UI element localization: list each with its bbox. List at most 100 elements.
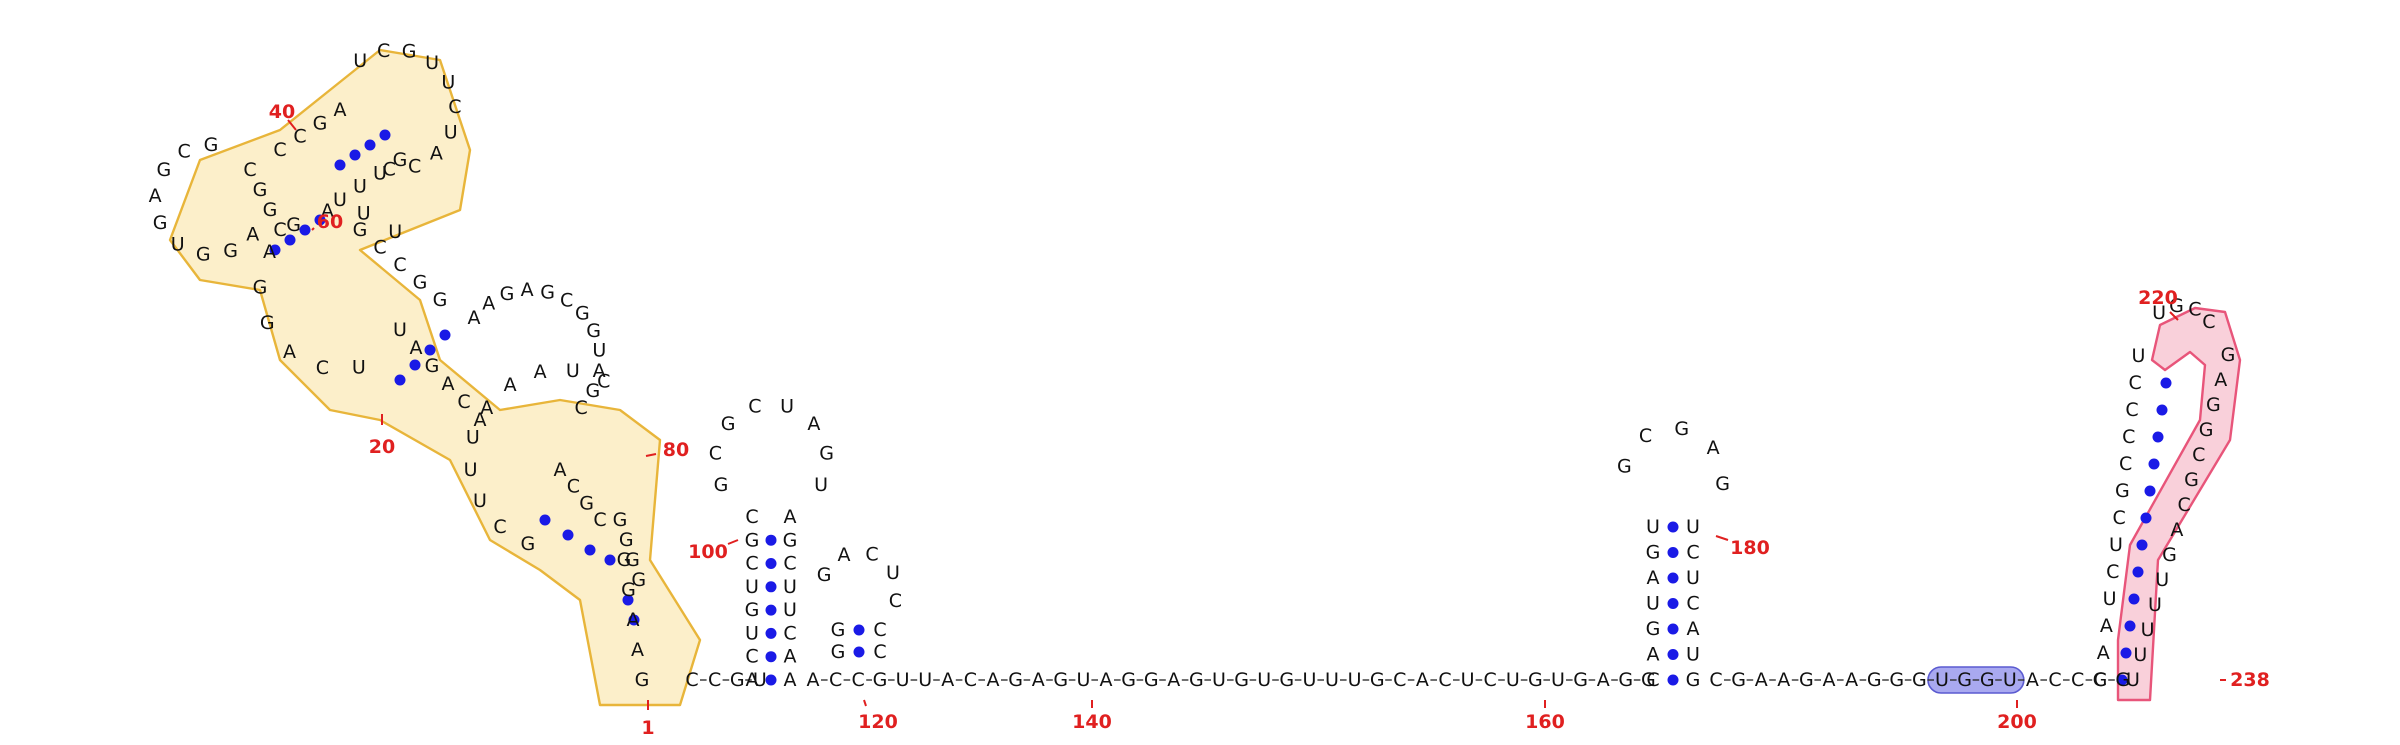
nucleotide-A: A [807, 413, 820, 435]
base-pair-dot [765, 627, 777, 639]
base-pair-dot [2160, 377, 2172, 389]
nucleotide-A: A [1416, 669, 1429, 691]
nucleotide-G: G [730, 669, 745, 691]
nucleotide-U: U [566, 360, 580, 382]
base-pair-dot [314, 214, 326, 226]
nucleotide-U: U [783, 599, 797, 621]
nucleotide-G: G [1799, 669, 1814, 691]
nucleotide-C: C [2071, 669, 2084, 691]
nucleotide-G: G [196, 244, 211, 266]
nucleotide-C: C [2202, 311, 2215, 333]
base-pair-dot [765, 534, 777, 546]
nucleotide-C: C [178, 140, 191, 162]
position-label: 60 [317, 211, 343, 233]
base-pair-dot [539, 514, 551, 526]
nucleotide-A: A [554, 459, 567, 481]
nucleotide-A: A [246, 224, 259, 246]
nucleotide-A: A [2214, 369, 2227, 391]
nucleotide-G: G [585, 380, 600, 402]
nucleotide-C: C [1484, 669, 1497, 691]
nucleotide-G: G [1370, 669, 1385, 691]
nucleotide-G: G [1008, 669, 1023, 691]
nucleotide-U: U [753, 669, 767, 691]
nucleotide-A: A [2097, 642, 2110, 664]
base-pair-dot [765, 651, 777, 663]
nucleotide-C: C [493, 516, 506, 538]
base-pair-dot [439, 329, 451, 341]
nucleotide-U: U [1506, 669, 1520, 691]
position-label: 120 [858, 711, 898, 733]
nucleotide-A: A [627, 609, 640, 631]
nucleotide-C: C [2094, 669, 2107, 691]
nucleotide-G: G [1731, 669, 1746, 691]
nucleotide-A: A [1845, 669, 1858, 691]
nucleotide-A: A [321, 200, 334, 222]
nucleotide-C: C [448, 96, 461, 118]
nucleotide-C: C [273, 139, 286, 161]
nucleotide-A: A [2100, 615, 2113, 637]
nucleotide-G: G [223, 240, 238, 262]
nucleotide-C: C [2129, 372, 2142, 394]
nucleotide-G: G [433, 289, 448, 311]
nucleotide-U: U [464, 459, 478, 481]
nucleotide-G: G [783, 529, 798, 551]
base-pair-layer [269, 129, 2172, 686]
nucleotide-C: C [383, 159, 396, 181]
nucleotide-C: C [574, 397, 587, 419]
nucleotide-A: A [1707, 437, 1720, 459]
nucleotide-U: U [1646, 593, 1660, 615]
nucleotide-A: A [631, 639, 644, 661]
nucleotide-G: G [1279, 669, 1294, 691]
nucleotide-G: G [635, 669, 650, 691]
nucleotide-G: G [263, 199, 278, 221]
nucleotide-A: A [784, 669, 797, 691]
base-pair-dot [424, 344, 436, 356]
nucleotide-G: G [1715, 473, 1730, 495]
nucleotide-U: U [388, 221, 402, 243]
base-pair-dot [604, 554, 616, 566]
base-pair-dot [628, 614, 640, 626]
domain-1-highlight [168, 48, 702, 707]
nucleotide-U: U [473, 490, 487, 512]
base-pair-dot [334, 159, 346, 171]
base-pair-dot [394, 374, 406, 386]
nucleotide-U: U [393, 319, 407, 341]
nucleotide-C: C [2178, 494, 2191, 516]
nucleotide-C: C [2113, 507, 2126, 529]
nucleotide-A: A [263, 241, 276, 263]
nucleotide-G: G [619, 529, 634, 551]
nucleotide-A: A [149, 185, 162, 207]
nucleotide-A: A [746, 669, 759, 691]
base-pair-dot [1667, 674, 1679, 686]
nucleotide-G: G [1646, 618, 1661, 640]
base-pair-dot [284, 234, 296, 246]
base-pair-dot [853, 624, 865, 636]
nucleotide-G: G [2162, 544, 2177, 566]
nucleotide-U: U [1686, 644, 1700, 666]
base-pair-dot [2152, 431, 2164, 443]
nucleotide-C: C [865, 543, 878, 565]
position-label: 20 [369, 436, 395, 458]
base-pair-dot [1667, 521, 1679, 533]
nucleotide-G: G [621, 579, 636, 601]
nucleotide-C: C [745, 646, 758, 668]
nucleotide-C: C [560, 289, 573, 311]
nucleotide-C: C [745, 553, 758, 575]
nucleotide-G: G [1189, 669, 1204, 691]
nucleotide-A: A [468, 307, 481, 329]
nucleotide-G: G [579, 492, 594, 514]
nucleotide-C: C [377, 40, 390, 62]
nucleotide-G: G [1686, 669, 1701, 691]
nucleotide-A: A [1777, 669, 1790, 691]
nucleotide-G: G [617, 549, 632, 571]
base-pair-dot [1667, 649, 1679, 660]
base-pair-dot [2144, 485, 2156, 497]
nucleotide-C: C [2125, 399, 2138, 421]
nucleotide-G: G [1618, 669, 1633, 691]
nucleotide-C: C [745, 506, 758, 528]
base-pair-dot [584, 544, 596, 556]
nucleotide-C: C [243, 159, 256, 181]
nucleotide-U: U [1551, 669, 1565, 691]
